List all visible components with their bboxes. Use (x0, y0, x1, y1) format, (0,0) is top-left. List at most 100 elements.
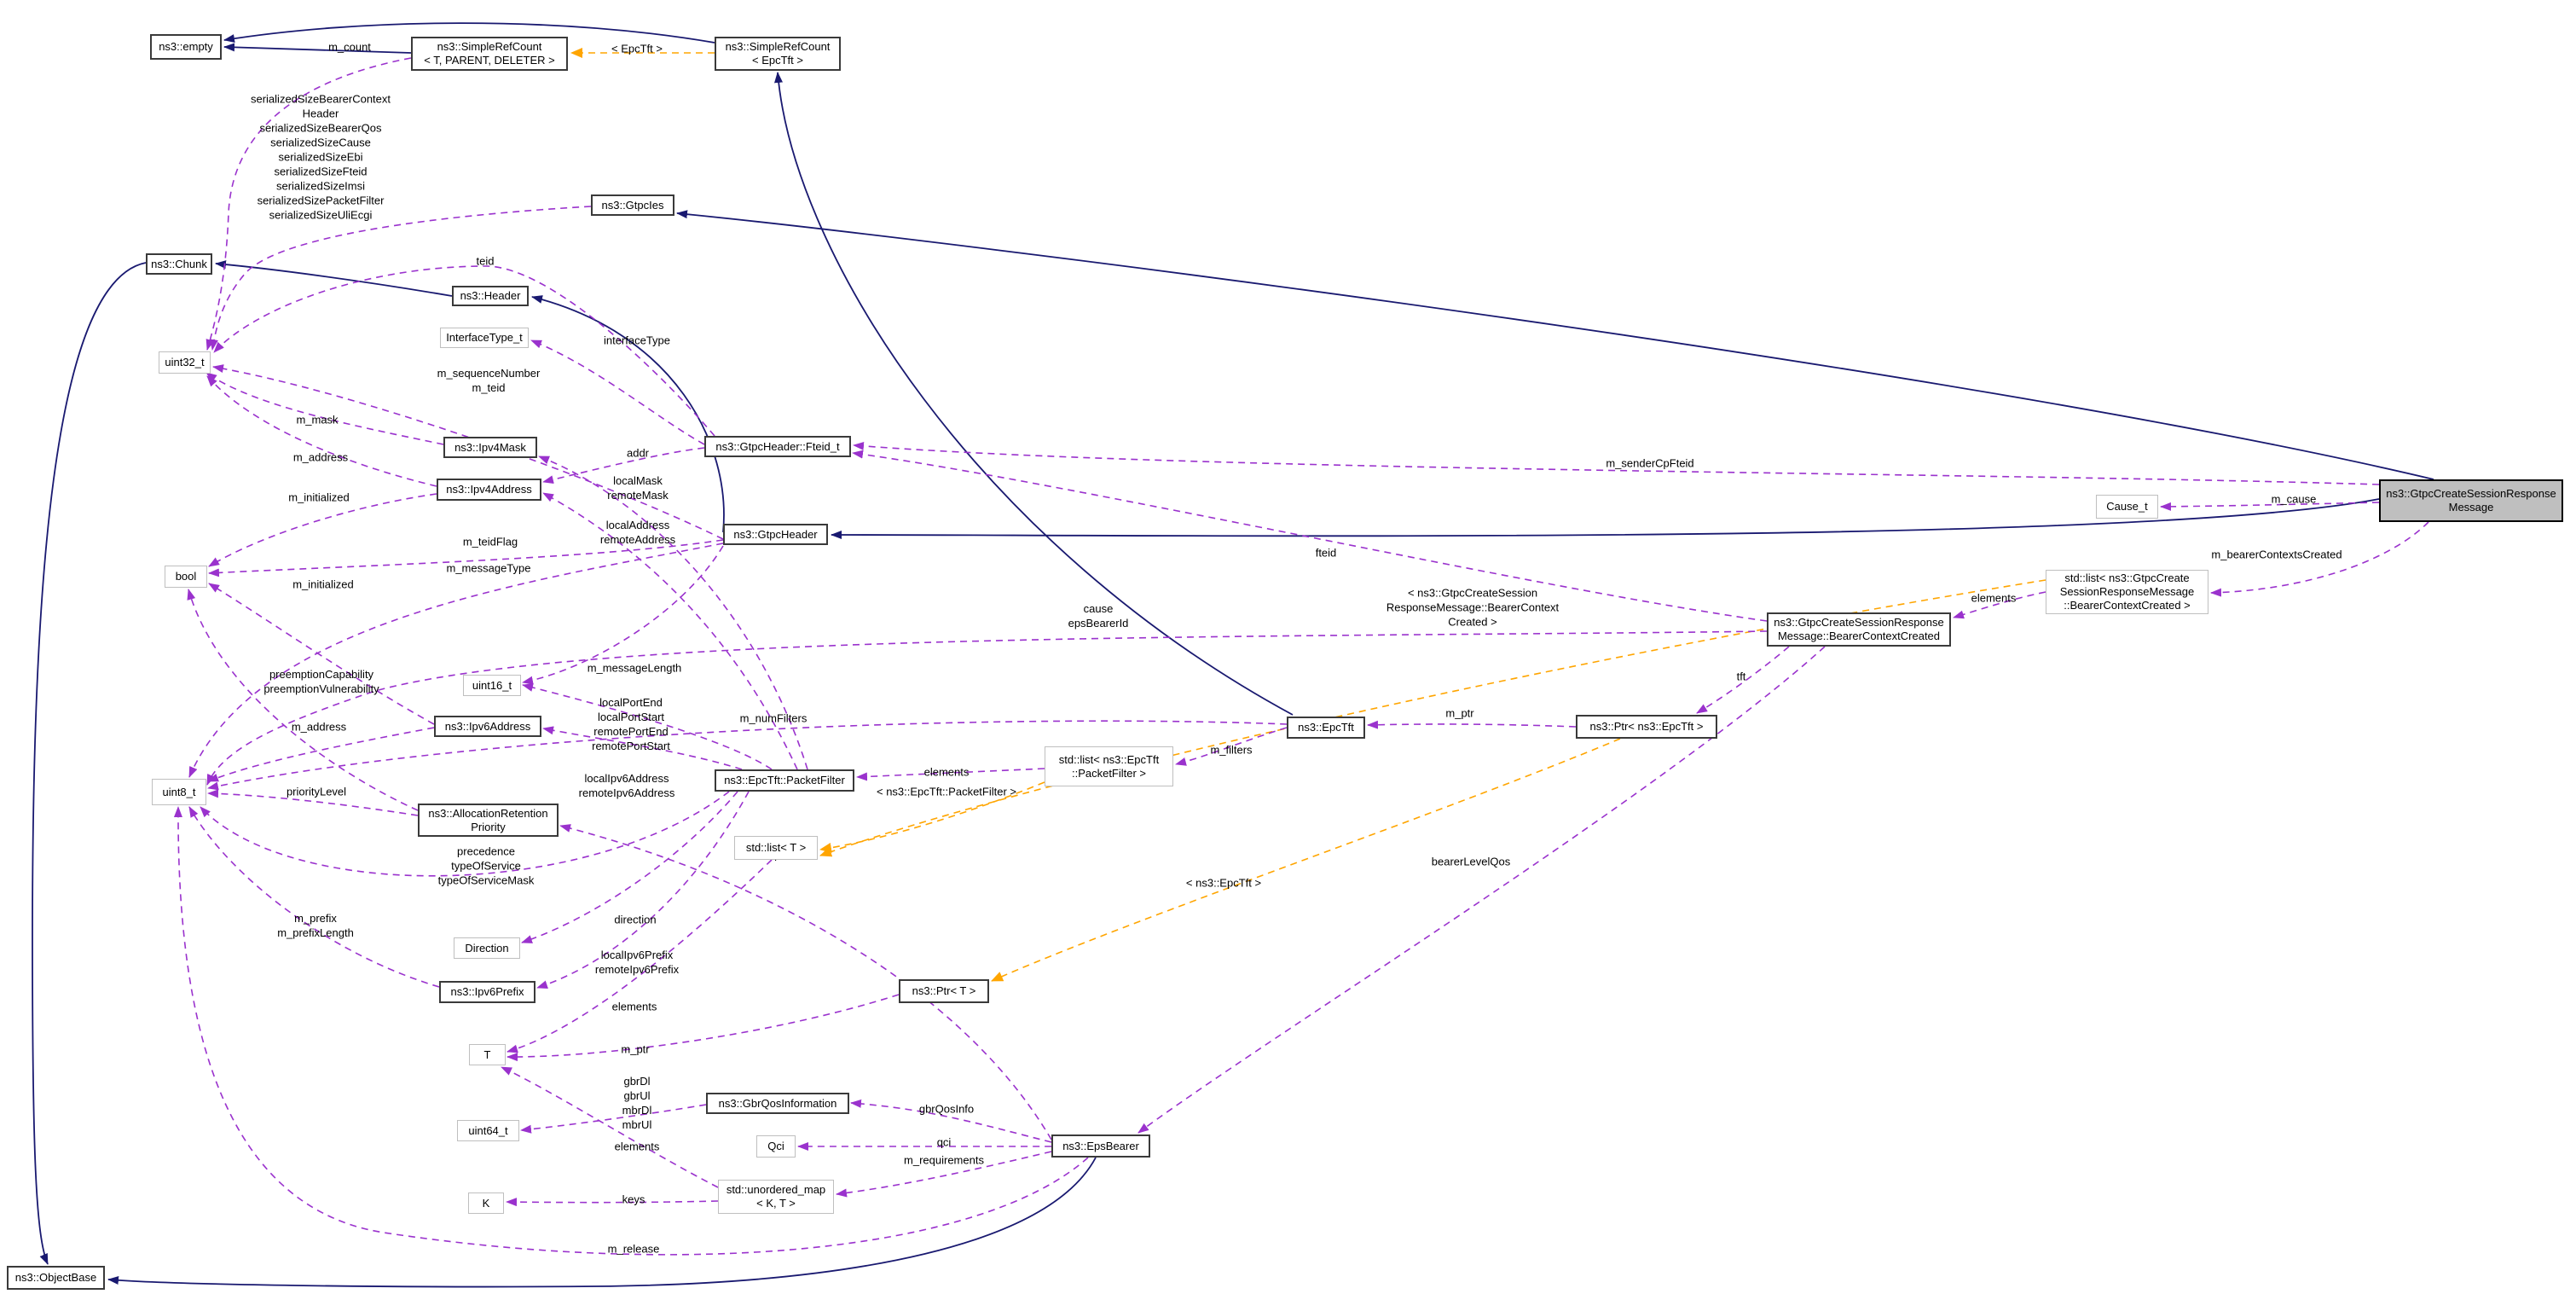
class-node-empty[interactable]: ns3::empty (150, 34, 222, 60)
class-node-label: ns3::Ptr< ns3::EpcTft > (1589, 720, 1704, 733)
edge-label-line: m_teid (472, 381, 506, 394)
edge-bearerLevelQos (1137, 646, 1826, 1134)
edge-preemption (187, 589, 419, 811)
edge-label-line: mbrUl (622, 1118, 652, 1131)
class-node-label: std::list< ns3::EpcTft (1058, 752, 1160, 766)
edge-precedence (200, 791, 730, 877)
edge-label-m_cause: m_cause (2272, 492, 2317, 507)
edge-label-line: localPortEnd (599, 696, 663, 709)
class-node-label: ns3::GtpcHeader::Fteid_t (715, 439, 840, 453)
class-node-epsbearer[interactable]: ns3::EpsBearer (1051, 1134, 1150, 1158)
edge-interfaceType (530, 339, 705, 445)
class-node-objectbase[interactable]: ns3::ObjectBase (7, 1266, 105, 1290)
edge-label-bearerLevelQos: bearerLevelQos (1432, 855, 1511, 869)
class-node-packetfilter[interactable]: ns3::EpcTft::PacketFilter (715, 769, 854, 792)
class-node-qci: Qci (756, 1135, 796, 1158)
edge-label-m_senderCpFteid: m_senderCpFteid (1606, 456, 1693, 471)
edge-elements-listT (507, 859, 773, 1053)
class-node-label: Direction (465, 941, 509, 955)
edge-label-addr: addr (627, 446, 649, 461)
class-node-epctft[interactable]: ns3::EpcTft (1287, 717, 1365, 739)
class-node-label: uint32_t (165, 356, 205, 368)
edge-label-line: m_senderCpFteid (1606, 456, 1694, 470)
edge-direction (521, 791, 738, 943)
edge-label-line: localPortStart (597, 711, 665, 723)
edge-epctft-to-src-epctft (774, 72, 1294, 716)
edge-label-line: Created > (1448, 615, 1497, 629)
edge-label-line: cause (1083, 602, 1114, 615)
edge-label-line: serializedSizeBearerQos (259, 121, 382, 135)
class-node-gtpcheader[interactable]: ns3::GtpcHeader (723, 524, 828, 545)
edge-tpl-ptrepctft-ptrt (991, 738, 1621, 982)
edge-label-line: mbrDl (622, 1104, 652, 1117)
edge-label-m_messageLength: m_messageLength (588, 661, 682, 676)
class-node-label: ns3::Ipv4Mask (454, 440, 526, 454)
edge-label-tpl-epctft-src: < EpcTft > (611, 42, 663, 56)
class-node-label: ns3::SimpleRefCount (725, 40, 831, 53)
edge-localMask-remoteMask (538, 456, 808, 770)
edge-label-line: serializedSizeFteid (274, 165, 368, 178)
edge-label-line: m_prefixLength (277, 926, 354, 939)
edge-label-line: ResponseMessage::BearerContext (1386, 601, 1560, 614)
edge-label-priorityLevel: priorityLevel (287, 785, 346, 799)
class-node-label: ns3::EpcTft (1298, 721, 1354, 734)
edge-label-m_release: m_release (608, 1242, 660, 1256)
class-node-ipv4address[interactable]: ns3::Ipv4Address (437, 479, 541, 501)
edge-label-line: epsBearerId (1068, 617, 1129, 630)
edge-label-m_ptr-t: m_ptr (621, 1042, 649, 1057)
class-node-t-node: T (469, 1044, 506, 1065)
class-node-label: Priority (471, 820, 506, 833)
edge-label-elements-map: elements (615, 1140, 660, 1154)
edge-m_senderCpFteid (853, 441, 2380, 485)
edge-m_teidFlag (208, 539, 724, 577)
edge-m_address-v6 (207, 727, 435, 782)
class-node-chunk[interactable]: ns3::Chunk (146, 253, 212, 275)
edge-label-line: bearerLevelQos (1431, 855, 1511, 868)
class-node-label: Message (2448, 501, 2494, 514)
edge-label-line: remoteIpv6Prefix (594, 963, 680, 976)
class-node-label: ns3::Header (460, 289, 521, 302)
class-node-src-t[interactable]: ns3::SimpleRefCount< T, PARENT, DELETER … (411, 37, 568, 71)
edge-header-to-chunk (215, 260, 453, 297)
edge-label-gbrQosInfo: gbrQosInfo (919, 1102, 974, 1117)
edge-label-line: m_ptr (621, 1042, 650, 1056)
class-node-label: std::unordered_map (726, 1183, 826, 1196)
class-node-ipv6prefix[interactable]: ns3::Ipv6Prefix (439, 981, 535, 1003)
edge-gtpcheader-to-header (531, 295, 725, 533)
edge-label-elements-pf: elements (924, 765, 970, 780)
edge-label-line: typeOfServiceMask (437, 873, 535, 887)
class-node-ipv4mask[interactable]: ns3::Ipv4Mask (443, 437, 537, 458)
edge-cause-epsBearerId (206, 630, 1768, 786)
edge-label-m_filters: m_filters (1210, 743, 1252, 757)
class-node-header[interactable]: ns3::Header (452, 286, 529, 306)
class-node-ptr-t[interactable]: ns3::Ptr< T > (899, 979, 989, 1003)
edge-label-line: m_bearerContextsCreated (2211, 548, 2342, 561)
class-node-ipv6address[interactable]: ns3::Ipv6Address (434, 716, 541, 737)
class-node-src-epctft[interactable]: ns3::SimpleRefCount< EpcTft > (715, 37, 841, 71)
edge-tpl-listbcc-listt (819, 579, 2046, 857)
class-node-ptr-epctft[interactable]: ns3::Ptr< ns3::EpcTft > (1576, 715, 1717, 739)
edge-label-elements-listT: elements (612, 1000, 657, 1014)
class-node-label: ns3::Chunk (151, 257, 207, 270)
class-node-label: uint8_t (162, 785, 196, 798)
edge-label-m_address-v4: m_address (293, 450, 348, 465)
class-node-gtpcies[interactable]: ns3::GtpcIes (591, 194, 674, 216)
edge-label-line: keys (622, 1192, 645, 1206)
edge-src-epctft-to-empty (223, 22, 715, 44)
class-node-fteid-t[interactable]: ns3::GtpcHeader::Fteid_t (704, 436, 851, 457)
edge-label-interfaceType: interfaceType (604, 334, 670, 348)
edge-label-m_bearerContextsCreated: m_bearerContextsCreated (2211, 548, 2342, 562)
class-node-gbrqos[interactable]: ns3::GbrQosInformation (706, 1093, 849, 1114)
